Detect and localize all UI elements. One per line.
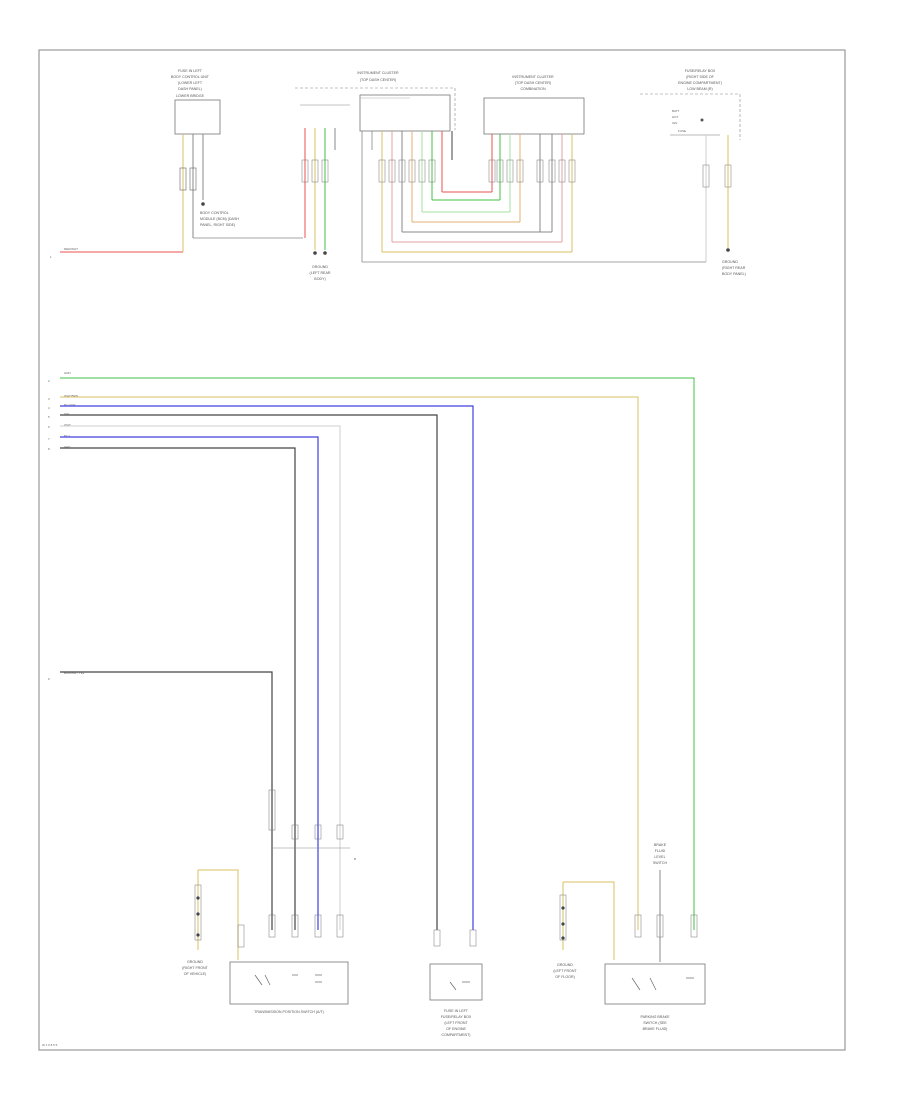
svg-text:COMPARTMENT): COMPARTMENT) bbox=[441, 1033, 470, 1037]
svg-text:GRY: GRY bbox=[64, 445, 70, 449]
svg-text:7: 7 bbox=[48, 437, 50, 441]
svg-text:GROUND: GROUND bbox=[312, 265, 328, 269]
svg-text:FUSE: FUSE bbox=[678, 129, 686, 133]
svg-text:RED/WHT: RED/WHT bbox=[64, 247, 78, 251]
transmission-switch: TRANSMISSION POSITION SWITCH (A/T) bbox=[229, 961, 349, 1014]
svg-text:COMBINATION: COMBINATION bbox=[520, 87, 545, 91]
cluster-module: INSTRUMENT CLUSTER (TOP DASH CENTER) COM… bbox=[483, 75, 585, 135]
left-ground: GROUND (RIGHT FRONT OF VEHICLE) bbox=[182, 960, 208, 976]
svg-text:(RIGHT REAR: (RIGHT REAR bbox=[722, 266, 746, 270]
svg-text:(RIGHT SIDE OF: (RIGHT SIDE OF bbox=[686, 75, 714, 79]
svg-text:(RIGHT FRONT: (RIGHT FRONT bbox=[182, 966, 208, 970]
svg-text:FUSE/RELAY BOX: FUSE/RELAY BOX bbox=[441, 1015, 472, 1019]
svg-text:TRANSMISSION POSITION SWITCH (: TRANSMISSION POSITION SWITCH (A/T) bbox=[254, 1010, 324, 1014]
svg-text:GROUND: GROUND bbox=[722, 260, 738, 264]
svg-text:FLUID: FLUID bbox=[655, 849, 666, 853]
right-ground: GROUND (RIGHT REAR BODY PANEL) bbox=[722, 260, 746, 276]
svg-text:FUSE IN LEFT: FUSE IN LEFT bbox=[178, 69, 203, 73]
svg-text:PANEL, RIGHT SIDE): PANEL, RIGHT SIDE) bbox=[200, 223, 235, 227]
right-module: FUSE/RELAY BOX (RIGHT SIDE OF ENGINE COM… bbox=[640, 69, 741, 140]
svg-text:HOT: HOT bbox=[672, 115, 679, 119]
svg-text:OF VEHICLE): OF VEHICLE) bbox=[184, 972, 207, 976]
svg-text:MODULE (BCM) (DASH: MODULE (BCM) (DASH bbox=[200, 217, 239, 221]
svg-text:IGN: IGN bbox=[672, 121, 677, 125]
svg-text:GROUND: GROUND bbox=[557, 963, 573, 967]
svg-text:(TOP DASH CENTER): (TOP DASH CENTER) bbox=[515, 81, 551, 85]
svg-text:(LEFT FRONT: (LEFT FRONT bbox=[553, 969, 577, 973]
svg-text:FUSE IN LEFT: FUSE IN LEFT bbox=[444, 1009, 469, 1013]
top-left-module: FUSE IN LEFT BODY CONTROL UNIT (LOWER LE… bbox=[171, 69, 221, 135]
svg-text:BATT: BATT bbox=[672, 109, 680, 113]
svg-text:GRN: GRN bbox=[64, 371, 71, 375]
svg-text:(LOWER LEFT: (LOWER LEFT bbox=[178, 81, 203, 85]
svg-text:INSTRUMENT CLUSTER: INSTRUMENT CLUSTER bbox=[512, 75, 554, 79]
svg-text:DASH PANEL): DASH PANEL) bbox=[178, 87, 202, 91]
svg-text:LOWER BRIDGE: LOWER BRIDGE bbox=[176, 94, 205, 98]
brake-ground: GROUND (LEFT FRONT OF FLOOR) bbox=[553, 963, 577, 979]
svg-text:BLU: BLU bbox=[64, 434, 70, 438]
brake-sensor: BRAKE FLUID LEVEL SWITCH bbox=[653, 843, 668, 962]
svg-text:BODY CONTROL: BODY CONTROL bbox=[200, 211, 229, 215]
center-module: INSTRUMENT CLUSTER (TOP DASH CENTER) bbox=[295, 71, 456, 132]
diagram-border bbox=[38, 49, 846, 1051]
svg-text:WHT: WHT bbox=[64, 423, 71, 427]
svg-text:(LEFT FRONT: (LEFT FRONT bbox=[444, 1021, 468, 1025]
svg-text:ENGINE COMPARTMENT): ENGINE COMPARTMENT) bbox=[678, 81, 722, 85]
svg-text:BODY CONTROL UNIT: BODY CONTROL UNIT bbox=[171, 75, 210, 79]
svg-text:BODY PANEL): BODY PANEL) bbox=[722, 272, 746, 276]
parking-brake-switch: PARKING BRAKE SWITCH (SEE BRAKE FLUID) bbox=[604, 963, 706, 1031]
svg-text:FUSE/RELAY BOX: FUSE/RELAY BOX bbox=[685, 69, 716, 73]
svg-text:LOW BEAM (R): LOW BEAM (R) bbox=[687, 87, 712, 91]
svg-text:WHT/BRN: WHT/BRN bbox=[64, 394, 78, 398]
svg-text:2: 2 bbox=[48, 379, 50, 383]
svg-text:3: 3 bbox=[48, 397, 50, 401]
svg-text:9: 9 bbox=[48, 677, 50, 681]
svg-text:GROUND: GROUND bbox=[187, 960, 203, 964]
left-bus: 2 GRN 3 WHT/BRN 4 BLU/YEL 5 VIO 6 WHT 7 … bbox=[48, 371, 85, 681]
svg-text:PARKING BRAKE: PARKING BRAKE bbox=[640, 1015, 670, 1019]
svg-text:BRAKE: BRAKE bbox=[654, 843, 667, 847]
svg-text:BODY): BODY) bbox=[314, 277, 325, 281]
footer-code: W 1 0 8 5 5 bbox=[42, 1043, 58, 1047]
svg-text:VIO: VIO bbox=[64, 412, 70, 416]
svg-text:OF FLOOR): OF FLOOR) bbox=[555, 975, 575, 979]
svg-text:OF ENGINE: OF ENGINE bbox=[446, 1027, 466, 1031]
svg-text:4: 4 bbox=[48, 406, 50, 410]
svg-text:(TOP DASH CENTER): (TOP DASH CENTER) bbox=[360, 78, 396, 82]
svg-text:8: 8 bbox=[48, 447, 50, 451]
svg-text:(LEFT REAR: (LEFT REAR bbox=[310, 271, 331, 275]
svg-text:BRAKE FLUID): BRAKE FLUID) bbox=[643, 1027, 668, 1031]
svg-text:1: 1 bbox=[50, 255, 52, 259]
svg-text:5: 5 bbox=[48, 415, 50, 419]
svg-text:SWITCH: SWITCH bbox=[653, 861, 668, 865]
svg-text:BLU/YEL: BLU/YEL bbox=[64, 403, 77, 407]
svg-text:SWITCH (SEE: SWITCH (SEE bbox=[643, 1021, 667, 1025]
svg-text:BRN/WHT YEL: BRN/WHT YEL bbox=[64, 671, 85, 675]
svg-text:LEVEL: LEVEL bbox=[654, 855, 665, 859]
fuse-block: FUSE IN LEFT FUSE/RELAY BOX (LEFT FRONT … bbox=[429, 963, 483, 1037]
svg-text:6: 6 bbox=[48, 425, 50, 429]
center-ground: GROUND (LEFT REAR BODY) bbox=[310, 265, 331, 281]
svg-text:B: B bbox=[354, 857, 356, 861]
body-control-label: BODY CONTROL MODULE (BCM) (DASH PANEL, R… bbox=[200, 211, 239, 227]
svg-text:INSTRUMENT CLUSTER: INSTRUMENT CLUSTER bbox=[357, 71, 399, 75]
